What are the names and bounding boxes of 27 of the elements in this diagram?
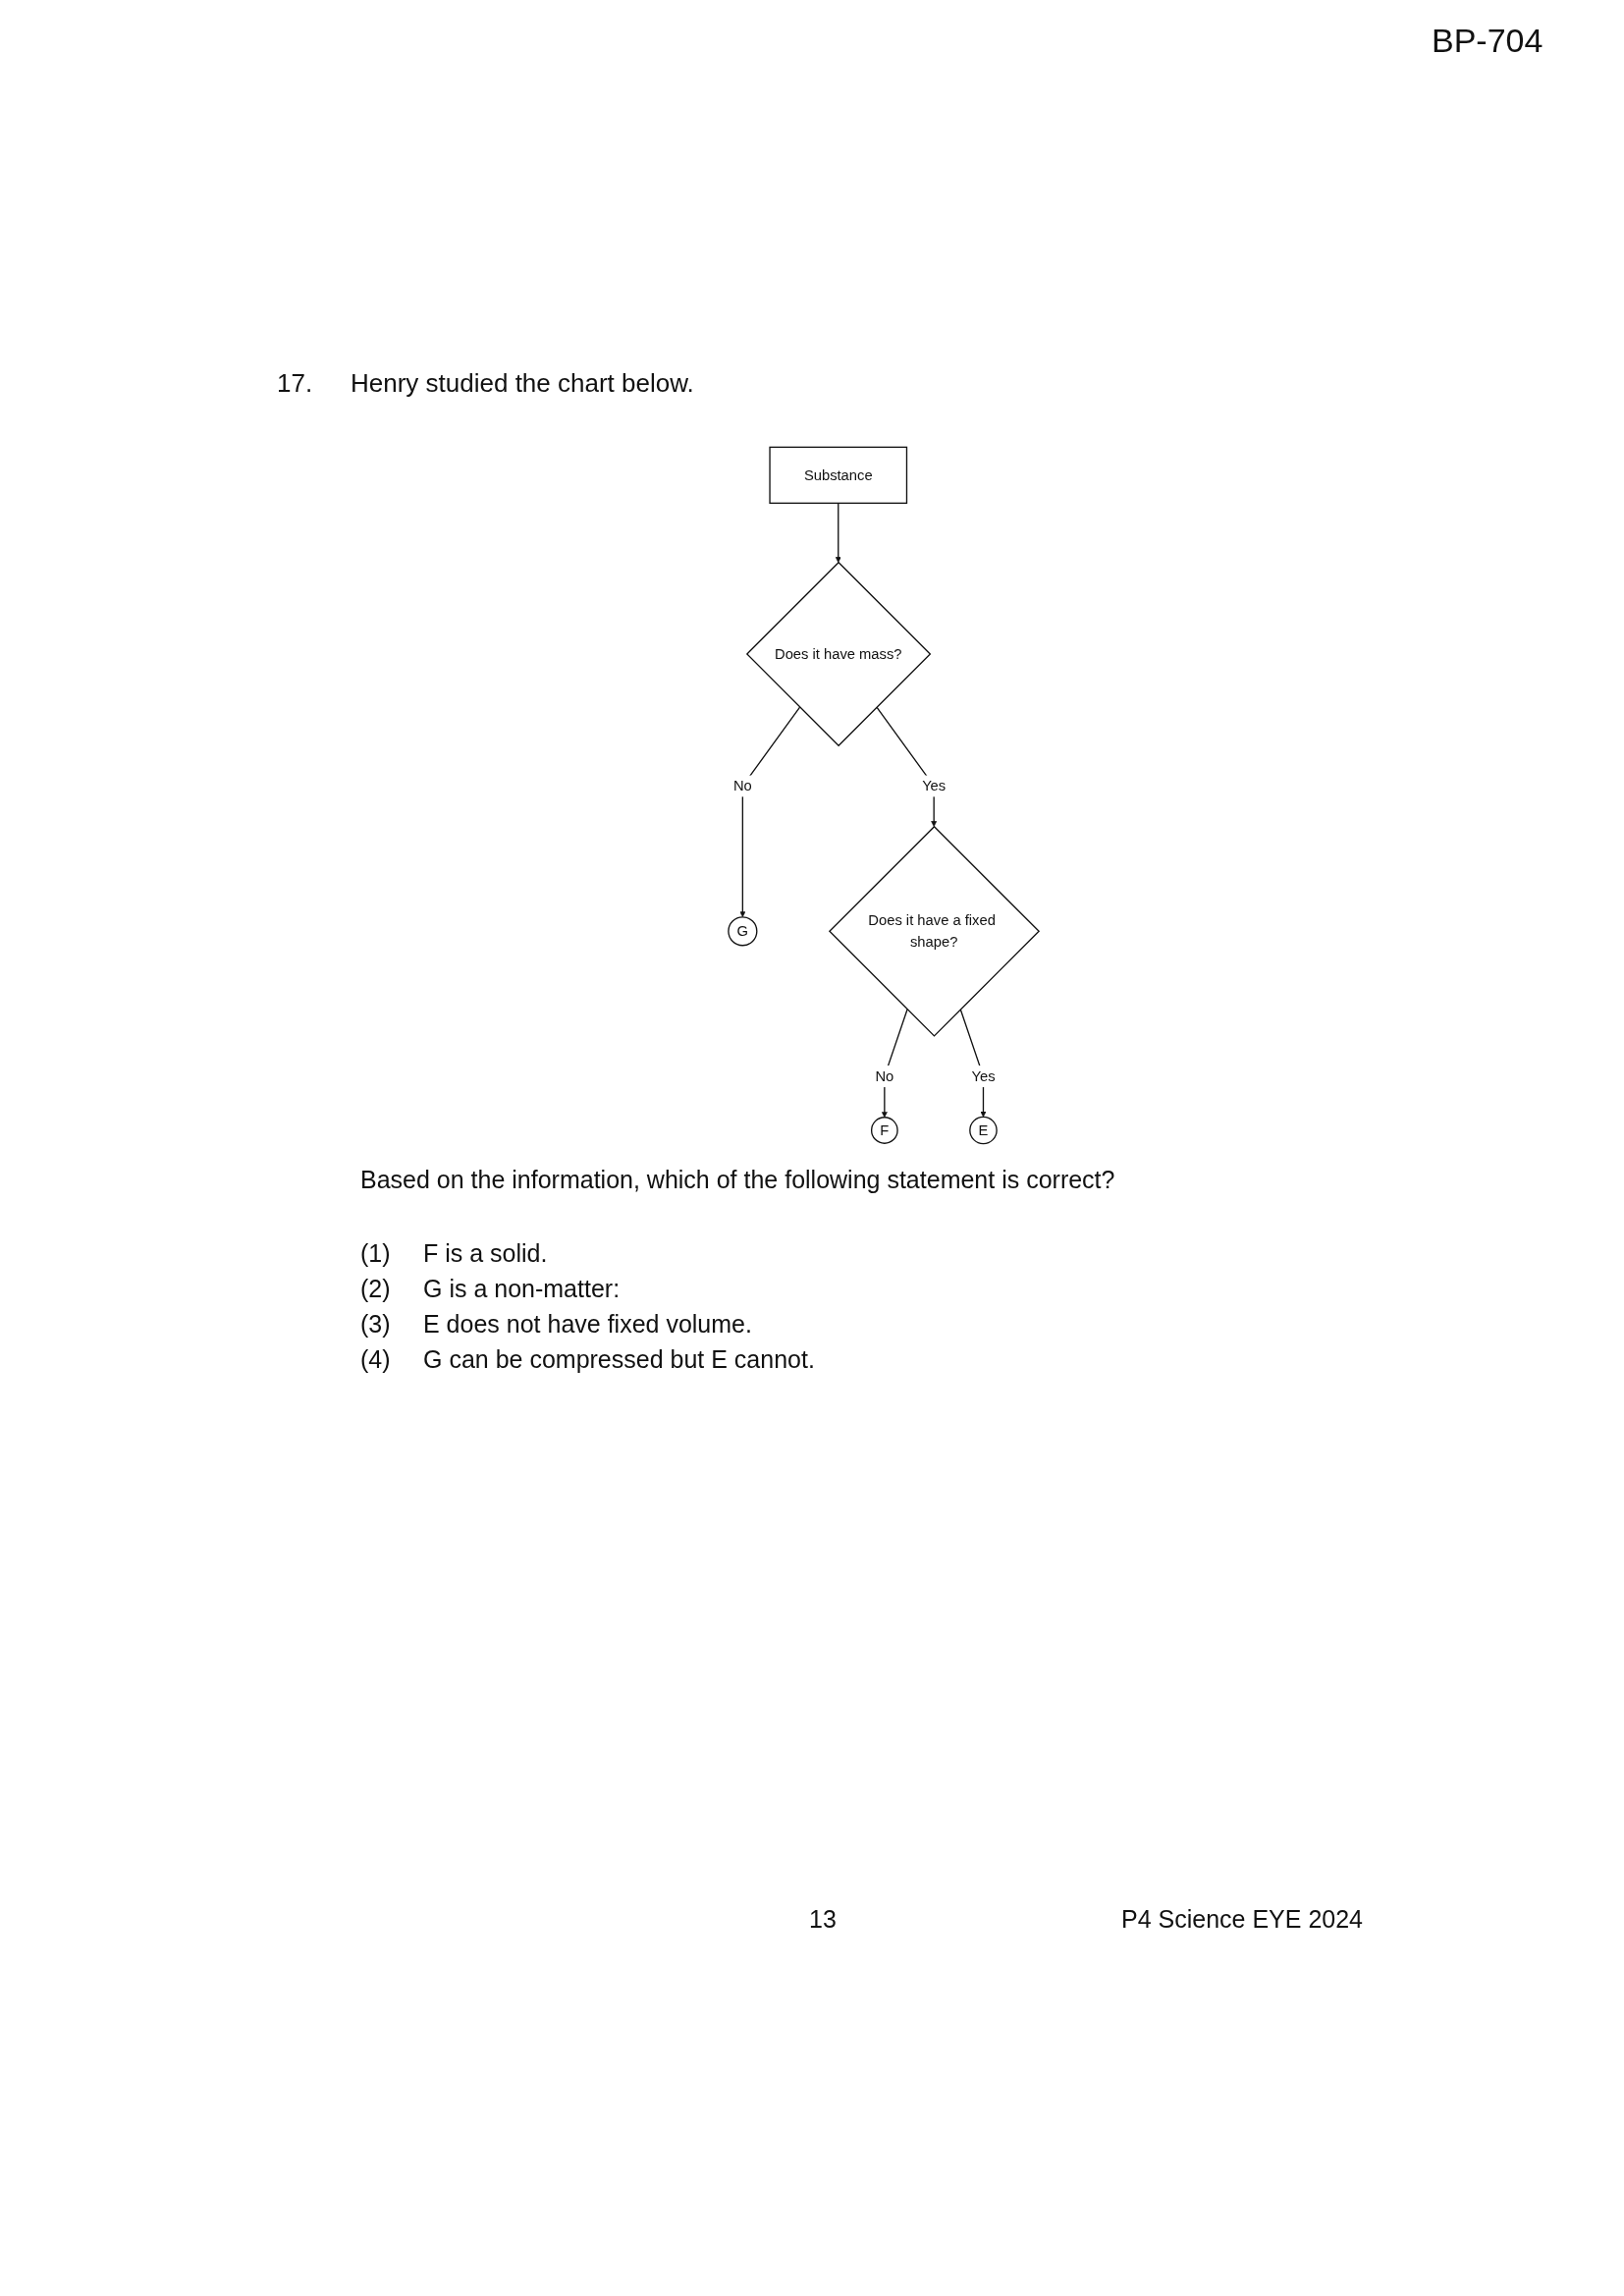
edge-label: No <box>732 775 752 797</box>
question-text: Based on the information, which of the following statement is correct? <box>360 1166 1115 1194</box>
arrow <box>881 1009 908 1119</box>
decision-diamond: Does it have mass? <box>745 561 932 747</box>
option-text: G is a non-matter: <box>423 1275 621 1303</box>
page-code: BP-704 <box>1432 22 1543 61</box>
option-number: (4) <box>360 1345 391 1374</box>
footer-text: P4 Science EYE 2024 <box>1121 1905 1363 1934</box>
option-number: (1) <box>360 1239 391 1268</box>
outcome-circle: E <box>969 1116 998 1145</box>
edge-label: Yes <box>971 1066 996 1088</box>
edge-label: No <box>875 1066 894 1088</box>
outcome-circle: F <box>870 1117 898 1144</box>
option-number: (2) <box>360 1275 391 1303</box>
option-number: (3) <box>360 1310 391 1339</box>
option-text: E does not have fixed volume. <box>423 1310 752 1339</box>
edge-label: Yes <box>922 775 947 797</box>
question-number: 17. <box>277 369 313 399</box>
page-number: 13 <box>809 1905 837 1934</box>
option-text: G can be compressed but E cannot. <box>423 1345 815 1374</box>
process-box: Substance <box>769 446 908 504</box>
option-text: F is a solid. <box>423 1239 548 1268</box>
decision-diamond: Does it have a fixed shape? <box>828 825 1041 1037</box>
arrow <box>739 706 801 918</box>
arrow <box>835 502 841 563</box>
outcome-circle: G <box>728 916 758 947</box>
question-text: Henry studied the chart below. <box>351 369 694 399</box>
